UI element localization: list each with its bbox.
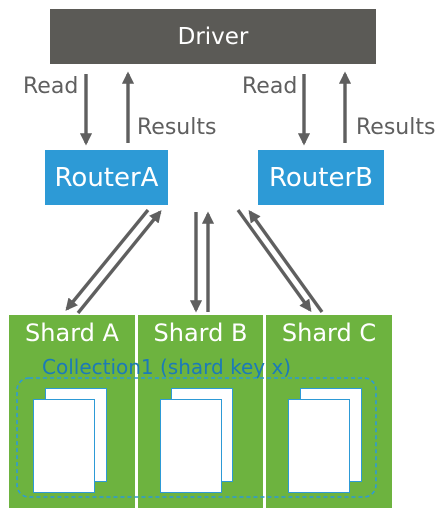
left-results-label: Results (137, 115, 217, 140)
shard-b-label: Shard B (153, 319, 248, 347)
driver-box: Driver (50, 9, 376, 64)
driver-label: Driver (177, 23, 249, 50)
right-results-label: Results (356, 115, 436, 140)
collection-outline (16, 377, 377, 498)
left-read-label: Read (23, 74, 79, 99)
shard-b-doc-front (160, 399, 222, 493)
router-b-label: RouterB (269, 162, 373, 193)
router-a-box: RouterA (45, 150, 168, 205)
shard-a-to-router-arrow (76, 210, 162, 315)
shard-c-doc-front (288, 399, 350, 493)
right-read-label: Read (242, 74, 298, 99)
router-b-box: RouterB (258, 150, 384, 205)
shard-a-doc-front (33, 399, 95, 493)
router-to-shard-a-arrow (65, 208, 150, 311)
shard-c-to-router-arrow (248, 210, 324, 313)
router-a-label: RouterA (54, 162, 159, 193)
router-to-shard-c-arrow (236, 209, 312, 312)
shard-a-label: Shard A (25, 319, 119, 347)
collection-label: Collection1 (shard key x) (42, 355, 292, 379)
shard-c-label: Shard C (281, 319, 377, 347)
